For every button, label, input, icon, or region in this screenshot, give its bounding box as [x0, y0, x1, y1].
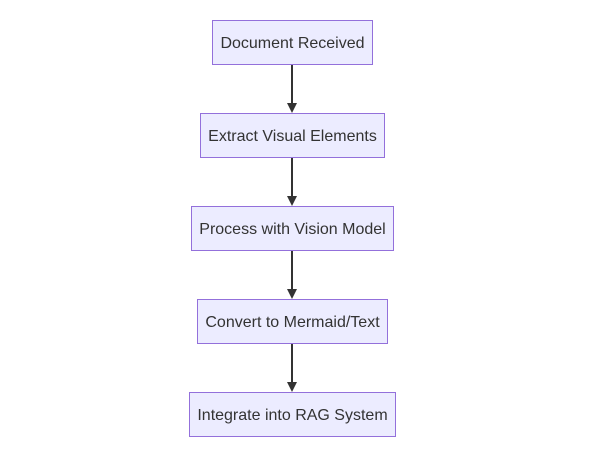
edge-document-to-extract	[287, 65, 297, 113]
node-label: Process with Vision Model	[199, 221, 385, 238]
arrow-head-icon	[287, 382, 297, 392]
node-convert-to-mermaid-text: Convert to Mermaid/Text	[197, 299, 388, 344]
node-label: Integrate into RAG System	[197, 407, 387, 424]
node-extract-visual-elements: Extract Visual Elements	[200, 113, 385, 158]
node-document-received: Document Received	[212, 20, 373, 65]
node-label: Convert to Mermaid/Text	[205, 314, 380, 331]
node-label: Document Received	[220, 35, 364, 52]
node-integrate-into-rag-system: Integrate into RAG System	[189, 392, 396, 437]
arrow-head-icon	[287, 289, 297, 299]
arrow-head-icon	[287, 103, 297, 113]
edge-process-to-convert	[287, 251, 297, 299]
edge-extract-to-process	[287, 158, 297, 206]
node-label: Extract Visual Elements	[208, 128, 377, 145]
edge-convert-to-integrate	[287, 344, 297, 392]
node-process-with-vision-model: Process with Vision Model	[191, 206, 394, 251]
arrow-head-icon	[287, 196, 297, 206]
